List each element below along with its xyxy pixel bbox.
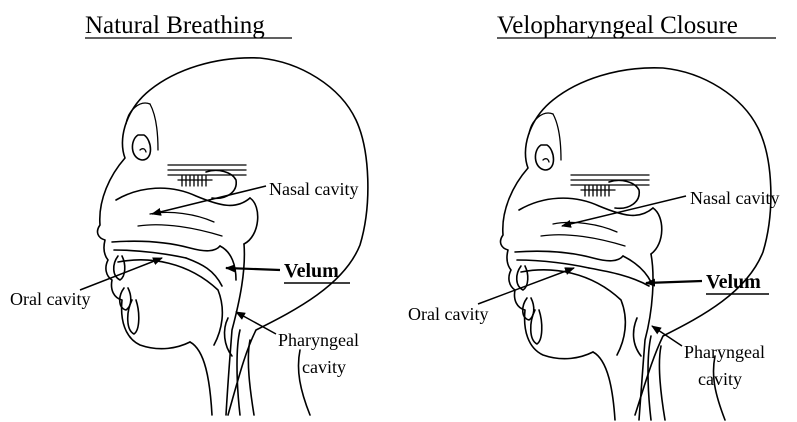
label-pharyngeal-cavity-line2: cavity: [698, 369, 742, 389]
label-pharyngeal-cavity-line1: Pharyngeal: [278, 330, 359, 350]
label-oral-cavity: Oral cavity: [10, 289, 90, 309]
panel-title: Velopharyngeal Closure: [497, 12, 738, 39]
arrow-nasal-cavity: [152, 186, 266, 214]
panel-title: Natural Breathing: [85, 12, 265, 39]
panel-velopharyngeal-closure: Velopharyngeal Closure: [408, 12, 779, 420]
arrow-oral-cavity: [80, 258, 162, 290]
arrow-velum: [646, 281, 702, 283]
label-pharyngeal-cavity-line2: cavity: [302, 357, 346, 377]
label-velum: Velum: [284, 260, 339, 282]
label-pharyngeal-cavity-line1: Pharyngeal: [684, 342, 765, 362]
arrow-velum: [226, 268, 280, 270]
panel-natural-breathing: Natural Breathing: [10, 12, 368, 415]
head-sagittal-illustration: [501, 68, 771, 420]
label-oral-cavity: Oral cavity: [408, 304, 488, 324]
label-velum: Velum: [706, 271, 761, 293]
label-nasal-cavity: Nasal cavity: [690, 188, 779, 208]
label-nasal-cavity: Nasal cavity: [269, 179, 358, 199]
